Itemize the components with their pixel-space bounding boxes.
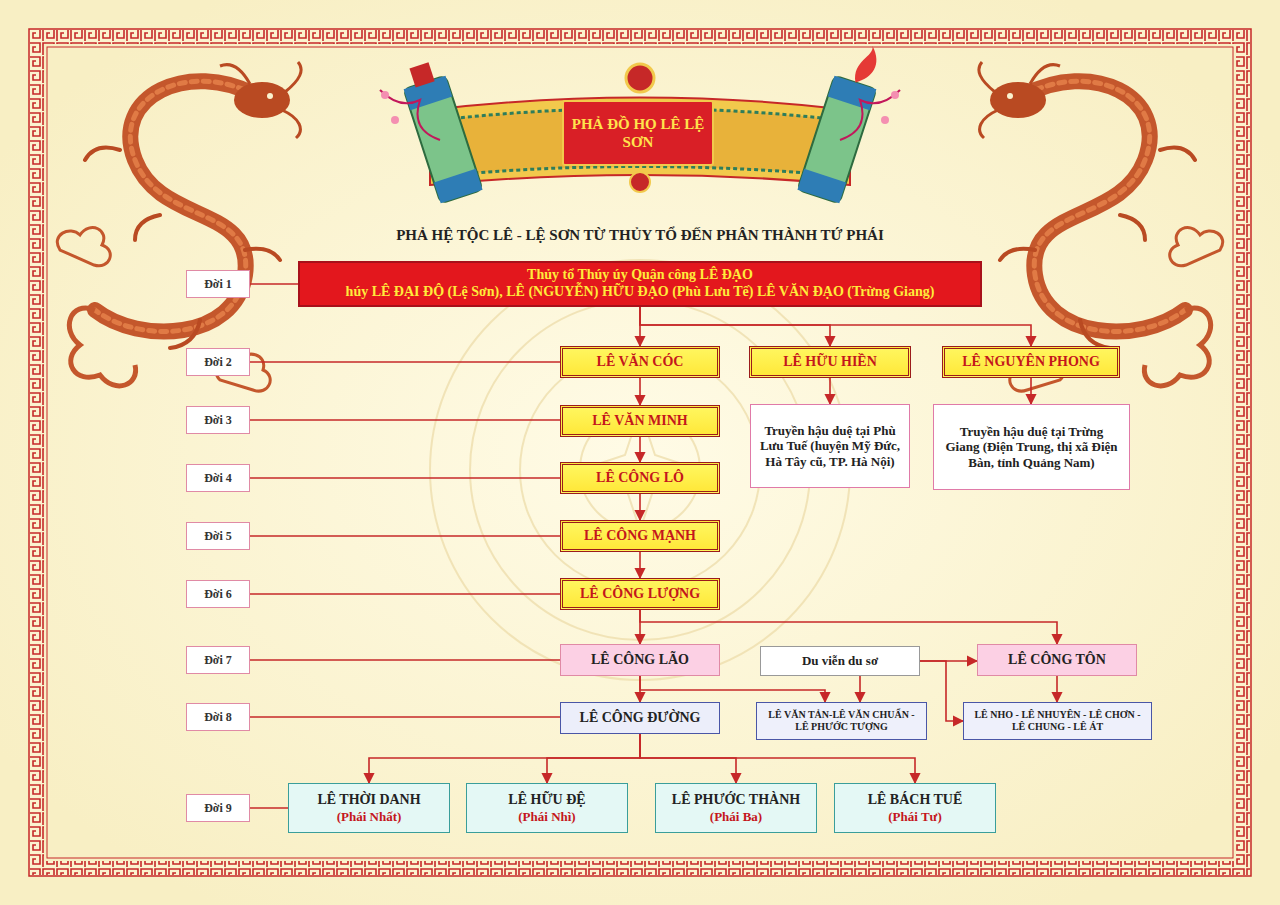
person-box: LÊ HỮU HIỀN <box>749 346 911 378</box>
node-text: LÊ VĂN TẢN-LÊ VĂN CHUẨN -LÊ PHƯỚC TƯỢNG <box>763 709 920 733</box>
node-text: LÊ NGUYÊN PHONG <box>962 354 1100 371</box>
branch-box: LÊ HỮU ĐỆ(Phái Nhì) <box>466 783 628 833</box>
person-box: LÊ VĂN CÓC <box>560 346 720 378</box>
node-text: (Phái Nhất) <box>337 809 402 825</box>
connector <box>859 676 861 702</box>
connector <box>250 535 560 537</box>
person-box: LÊ NGUYÊN PHONG <box>942 346 1120 378</box>
note-box: Truyền hậu duệ tại Phù Lưu Tuế (huyện Mỹ… <box>750 404 910 488</box>
generation-box: Đời 4 <box>186 464 250 492</box>
node-text: LÊ CÔNG TÔN <box>1008 652 1106 669</box>
node-text: (Phái Nhì) <box>518 809 575 825</box>
node-text: LÊ BÁCH TUẾ <box>868 792 963 809</box>
connector <box>250 477 560 479</box>
connector <box>250 807 288 809</box>
node-text: LÊ CÔNG LÃO <box>591 652 689 669</box>
connector <box>250 283 298 285</box>
connector <box>369 734 640 783</box>
node-text: LÊ THỜI DANH <box>317 792 420 809</box>
node-text: LÊ NHO - LÊ NHUYÊN - LÊ CHƠN - LÊ CHUNG … <box>970 709 1145 733</box>
scroll-banner <box>380 38 900 204</box>
node-text: Du viễn du sơ <box>802 653 878 669</box>
generation-box: Đời 5 <box>186 522 250 550</box>
node-text: Thủy tổ Thúy úy Quận công LÊ ĐẠO <box>527 267 753 284</box>
person-box: LÊ CÔNG ĐƯỜNG <box>560 702 720 734</box>
node-text: Truyền hậu duệ tại Trừng Giang (Điện Tru… <box>942 424 1121 471</box>
connector <box>639 378 641 405</box>
generation-box: Đời 7 <box>186 646 250 674</box>
node-text: LÊ VĂN CÓC <box>597 354 684 371</box>
connector <box>1030 378 1032 404</box>
node-text: LÊ CÔNG LÔ <box>596 470 684 487</box>
connector <box>640 307 1031 346</box>
dragon <box>57 62 301 391</box>
branch-box: LÊ PHƯỚC THÀNH(Phái Ba) <box>655 783 817 833</box>
node-text: LÊ CÔNG ĐƯỜNG <box>580 710 701 727</box>
connector <box>547 734 640 783</box>
connector <box>640 610 1057 644</box>
node-text: LÊ CÔNG MẠNH <box>584 528 696 545</box>
generation-box: Đời 3 <box>186 406 250 434</box>
person-box: LÊ CÔNG TÔN <box>977 644 1137 676</box>
node-text: PHẢ ĐỒ HỌ LÊ LỆ SƠN <box>570 115 706 151</box>
person-box: LÊ VĂN MINH <box>560 405 720 437</box>
node-text: LÊ CÔNG LƯỢNG <box>580 586 700 603</box>
node-text: Đời 9 <box>204 801 232 815</box>
group-box: LÊ VĂN TẢN-LÊ VĂN CHUẨN -LÊ PHƯỚC TƯỢNG <box>756 702 927 740</box>
title-banner: PHẢ ĐỒ HỌ LÊ LỆ SƠN <box>562 100 714 166</box>
connector <box>639 494 641 520</box>
connector <box>250 716 560 718</box>
node-text: Đời 6 <box>204 587 232 601</box>
node-text: Đời 3 <box>204 413 232 427</box>
dragon <box>979 62 1223 391</box>
node-text: LÊ PHƯỚC THÀNH <box>672 792 800 809</box>
note-box: Truyền hậu duệ tại Trừng Giang (Điện Tru… <box>933 404 1130 490</box>
generation-box: Đời 6 <box>186 580 250 608</box>
node-text: Đời 5 <box>204 529 232 543</box>
connector <box>250 593 560 595</box>
node-text: LÊ HỮU HIỀN <box>783 354 877 371</box>
node-text: (Phái Ba) <box>710 809 762 825</box>
branch-box: LÊ BÁCH TUẾ(Phái Tư) <box>834 783 996 833</box>
generation-box: Đời 1 <box>186 270 250 298</box>
node-text: húy LÊ ĐẠI ĐỘ (Lệ Sơn), LÊ (NGUYỄN) HỮU … <box>346 284 935 301</box>
person-box: LÊ CÔNG LÔ <box>560 462 720 494</box>
diagram-title: PHẢ HỆ TỘC LÊ - LỆ SƠN TỪ THỦY TỔ ĐẾN PH… <box>0 226 1280 244</box>
connector <box>640 307 830 346</box>
connector <box>640 734 915 783</box>
connector <box>639 552 641 578</box>
connector <box>1056 676 1058 702</box>
connector <box>250 361 560 363</box>
node-text: LÊ HỮU ĐỆ <box>508 792 585 809</box>
generation-box: Đời 9 <box>186 794 250 822</box>
frame <box>29 29 1251 876</box>
node-text: Đời 4 <box>204 471 232 485</box>
connector <box>640 676 825 702</box>
group-box: LÊ NHO - LÊ NHUYÊN - LÊ CHƠN - LÊ CHUNG … <box>963 702 1152 740</box>
connector <box>250 419 560 421</box>
connector <box>639 437 641 462</box>
person-box: LÊ CÔNG MẠNH <box>560 520 720 552</box>
node-text: LÊ VĂN MINH <box>592 413 687 430</box>
connector <box>829 378 831 404</box>
connector <box>250 659 560 661</box>
node-text: Truyền hậu duệ tại Phù Lưu Tuế (huyện Mỹ… <box>759 423 901 470</box>
note-box: Du viễn du sơ <box>760 646 920 676</box>
node-text: Đời 2 <box>204 355 232 369</box>
node-text: Đời 1 <box>204 277 232 291</box>
person-box: LÊ CÔNG LƯỢNG <box>560 578 720 610</box>
branch-box: LÊ THỜI DANH(Phái Nhất) <box>288 783 450 833</box>
ancestor-box: Thủy tổ Thúy úy Quận công LÊ ĐẠOhúy LÊ Đ… <box>298 261 982 307</box>
person-box: LÊ CÔNG LÃO <box>560 644 720 676</box>
generation-box: Đời 8 <box>186 703 250 731</box>
title-text: PHẢ HỆ TỘC LÊ - LỆ SƠN TỪ THỦY TỔ ĐẾN PH… <box>0 226 1280 244</box>
generation-box: Đời 2 <box>186 348 250 376</box>
node-text: Đời 8 <box>204 710 232 724</box>
node-text: Đời 7 <box>204 653 232 667</box>
node-text: (Phái Tư) <box>888 809 941 825</box>
